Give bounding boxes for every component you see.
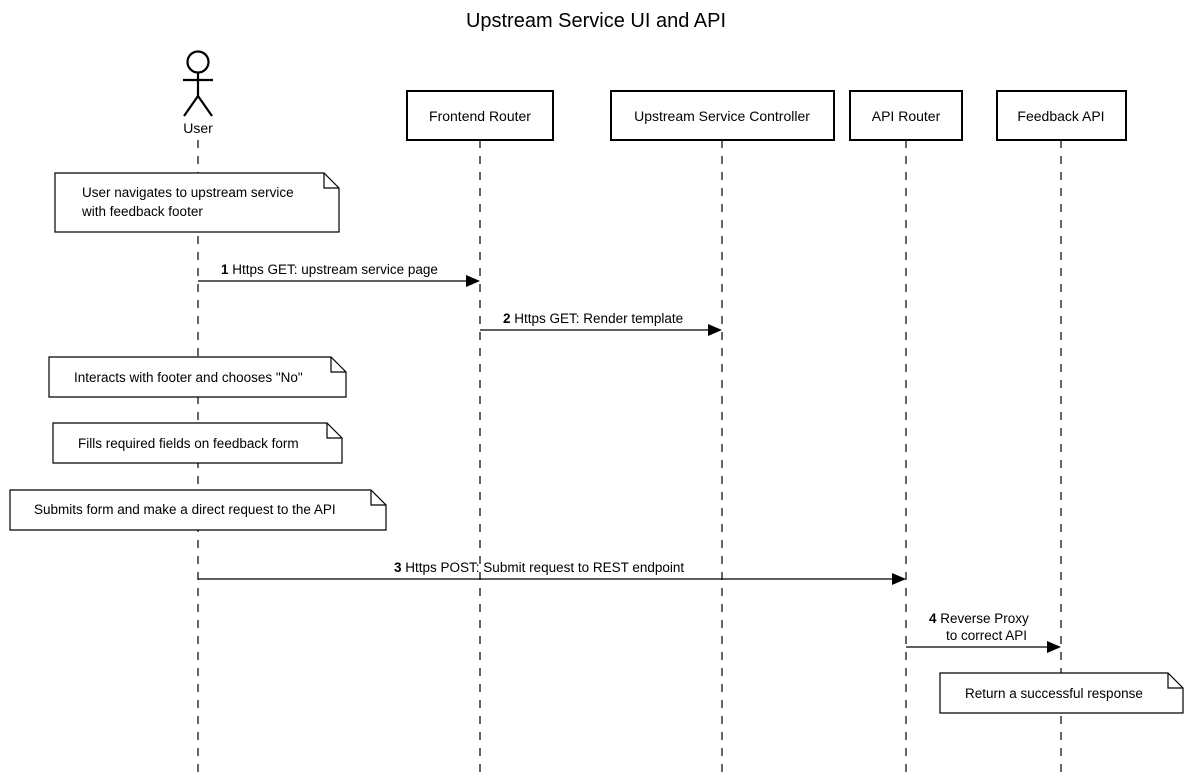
message-text: Https GET: upstream service page (232, 262, 438, 277)
message-number: 4 (929, 611, 937, 626)
note-fold-corner (326, 423, 342, 439)
message-1: 1 Https GET: upstream service page (198, 262, 480, 287)
message-text: to correct API (946, 628, 1027, 643)
messages: 1 Https GET: upstream service page 2 Http… (198, 262, 1061, 653)
note-text: Interacts with footer and chooses "No" (74, 370, 303, 385)
stick-figure-icon (183, 50, 213, 117)
actor-user: User (183, 50, 213, 136)
note-text: with feedback footer (81, 204, 203, 219)
participant-feedback-api: Feedback API (996, 90, 1127, 141)
arrowhead-icon (466, 275, 480, 287)
actor-label: User (183, 120, 213, 136)
participant-box (406, 90, 554, 141)
participant-label: API Router (872, 108, 941, 124)
message-text: Reverse Proxy (940, 611, 1029, 626)
participants: User Frontend Router Upstream Service Cont… (183, 50, 1127, 141)
note-fold-corner (330, 357, 346, 373)
note-text: Submits form and make a direct request t… (34, 502, 336, 517)
participant-box (996, 90, 1127, 141)
participant-upstream-service-controller: Upstream Service Controller (610, 90, 835, 141)
message-number: 1 (221, 262, 229, 277)
note-return: Return a successful response (939, 672, 1184, 714)
message-4: 4 Reverse Proxy to correct API (906, 611, 1061, 653)
message-label: 1 Https GET: upstream service page (221, 262, 438, 277)
note-box (54, 172, 340, 233)
note-box (9, 489, 387, 531)
note-interacts: Interacts with footer and chooses "No" (48, 356, 347, 398)
note-submits: Submits form and make a direct request t… (9, 489, 387, 531)
message-number: 3 (394, 560, 402, 575)
message-label: to correct API (946, 628, 1027, 643)
arrowhead-icon (708, 324, 722, 336)
participant-label: Feedback API (1017, 108, 1104, 124)
note-text: Return a successful response (965, 686, 1143, 701)
participant-box (610, 90, 835, 141)
arrowhead-icon (1047, 641, 1061, 653)
participant-api-router: API Router (849, 90, 963, 141)
note-text: User navigates to upstream service (82, 185, 294, 200)
message-text: Https GET: Render template (514, 311, 683, 326)
diagram-title: Upstream Service UI and API (466, 10, 726, 32)
note-fills: Fills required fields on feedback form (52, 422, 343, 464)
participant-frontend-router: Frontend Router (406, 90, 554, 141)
message-3: 3 Https POST: Submit request to REST end… (198, 560, 906, 585)
note-box (939, 672, 1184, 714)
message-label: 4 Reverse Proxy (929, 611, 1029, 626)
note-fold-corner (370, 490, 386, 506)
note-navigate: User navigates to upstream service with f… (54, 172, 340, 233)
note-fold-corner (1167, 673, 1183, 689)
note-box (48, 356, 347, 398)
arrowhead-icon (892, 573, 906, 585)
message-label: 2 Https GET: Render template (503, 311, 683, 326)
message-number: 2 (503, 311, 511, 326)
participant-box (849, 90, 963, 141)
message-text: Https POST: Submit request to REST endpo… (405, 560, 684, 575)
participant-label: Upstream Service Controller (634, 108, 810, 124)
lifelines (197, 140, 1062, 775)
participant-label: Frontend Router (429, 108, 531, 124)
note-text: Fills required fields on feedback form (78, 436, 299, 451)
note-box (52, 422, 343, 464)
message-2: 2 Https GET: Render template (480, 311, 722, 336)
note-fold-corner (323, 173, 339, 189)
notes: User navigates to upstream service with f… (9, 172, 1184, 714)
message-label: 3 Https POST: Submit request to REST end… (394, 560, 684, 575)
